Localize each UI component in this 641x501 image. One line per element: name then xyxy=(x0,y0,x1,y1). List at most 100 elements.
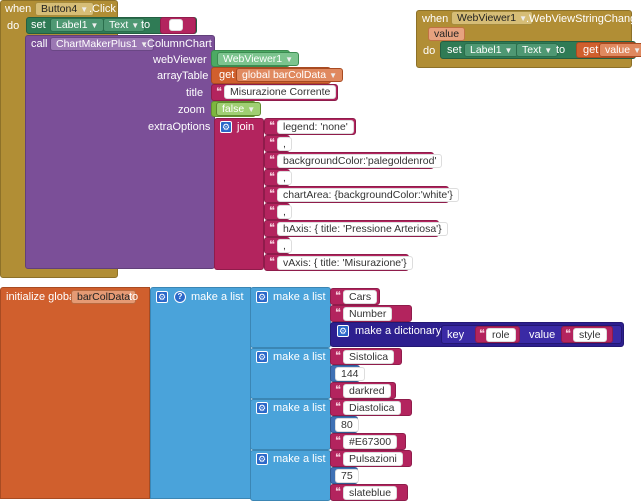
call-keyword: call xyxy=(31,38,48,50)
quote-open: ❝ xyxy=(269,137,275,149)
chevron-down-icon: ▼ xyxy=(247,105,256,114)
role-text-field[interactable]: role xyxy=(486,328,516,342)
title-text-field[interactable]: Misurazione Corrente xyxy=(224,85,337,99)
quote-open: ❝ xyxy=(565,328,571,340)
value-dropdown[interactable]: value▼ xyxy=(599,43,641,57)
join-item-text-field[interactable]: , xyxy=(277,171,292,185)
initialize-global-block[interactable] xyxy=(0,287,150,499)
join-item-text-field[interactable]: vAxis: { title: 'Misurazione'} xyxy=(277,256,413,270)
value-label: value xyxy=(529,329,556,341)
empty-text-field[interactable] xyxy=(169,19,183,31)
key-label: key xyxy=(447,329,465,341)
extraoptions-param-label: extraOptions xyxy=(148,121,211,133)
row-name-field[interactable]: Sistolica xyxy=(343,350,395,364)
quote-open: ❝ xyxy=(335,435,341,447)
button4-component-dropdown[interactable]: Button4▼ xyxy=(35,2,95,16)
label1-label: Label1 xyxy=(56,19,88,31)
chevron-down-icon: ▼ xyxy=(131,21,140,30)
quote-open: ❝ xyxy=(479,328,485,340)
title-param-label: title xyxy=(186,87,204,99)
row-color-field[interactable]: slateblue xyxy=(343,486,398,500)
quote-open: ❝ xyxy=(269,256,275,268)
webviewer-component-label: WebViewer1 xyxy=(457,12,517,24)
quote-open: ❝ xyxy=(269,120,275,132)
gear-icon[interactable]: ⚙ xyxy=(256,402,268,414)
to-keyword: to xyxy=(556,44,566,56)
help-icon[interactable]: ? xyxy=(174,291,186,303)
quote-open: ❝ xyxy=(335,401,341,413)
initialize-global-label: initialize global xyxy=(6,291,78,303)
chevron-down-icon: ▼ xyxy=(140,40,149,49)
gear-icon[interactable]: ⚙ xyxy=(256,291,268,303)
gear-icon[interactable]: ⚙ xyxy=(256,351,268,363)
chevron-down-icon: ▼ xyxy=(504,46,513,55)
gear-icon[interactable]: ⚙ xyxy=(156,291,168,303)
quote-open: ❝ xyxy=(269,239,275,251)
quote-open: ❝ xyxy=(269,154,275,166)
row-color-field[interactable]: #E67300 xyxy=(343,435,398,449)
text-property-dropdown[interactable]: Text▼ xyxy=(516,43,559,57)
webviewer-component-dropdown[interactable]: WebViewer1▼ xyxy=(451,11,534,25)
boolean-dropdown[interactable]: false▼ xyxy=(216,102,262,116)
quote-open: ❝ xyxy=(335,350,341,362)
chevron-down-icon: ▼ xyxy=(285,55,294,64)
label1-dropdown[interactable]: Label1▼ xyxy=(464,43,519,57)
number-text-field[interactable]: Number xyxy=(343,307,393,321)
quote-open: ❝ xyxy=(335,384,341,396)
global-var-dropdown[interactable]: global barColData▼ xyxy=(236,68,343,82)
make-list-label: make a list xyxy=(273,351,326,363)
value-param-chip[interactable]: value xyxy=(428,27,466,41)
join-item-text-field[interactable]: backgroundColor:'palegoldenrod' xyxy=(277,154,443,168)
join-item-text-field[interactable]: hAxis: { title: 'Pressione Arteriosa'} xyxy=(277,222,448,236)
webviewer-param-label: webViewer xyxy=(153,54,207,66)
make-dictionary-label: make a dictionary xyxy=(355,325,442,337)
label1-dropdown[interactable]: Label1▼ xyxy=(50,18,105,32)
gear-icon[interactable]: ⚙ xyxy=(220,121,232,133)
cars-text-field[interactable]: Cars xyxy=(343,290,378,304)
chevron-down-icon: ▼ xyxy=(329,71,337,80)
webview-string-change-label: .WebViewStringChange xyxy=(526,13,641,25)
global-name-field[interactable]: barColData xyxy=(71,290,137,304)
webviewer-dropdown[interactable]: WebViewer1▼ xyxy=(217,52,300,66)
zoom-param-label: zoom xyxy=(178,104,205,116)
join-item-text-field[interactable]: , xyxy=(277,239,292,253)
text-property-label: Text xyxy=(109,19,129,31)
when-keyword: when xyxy=(422,13,449,25)
get-keyword: get xyxy=(219,69,235,81)
row-name-field[interactable]: Pulsazioni xyxy=(343,452,403,466)
do-keyword: do xyxy=(423,45,436,57)
set-keyword: set xyxy=(447,44,462,56)
join-keyword: join xyxy=(237,121,255,133)
join-item-text-field[interactable]: , xyxy=(277,137,292,151)
quote-open: ❝ xyxy=(335,486,341,498)
join-item-text-field[interactable]: legend: 'none' xyxy=(277,120,354,134)
click-event-label: .Click xyxy=(89,3,116,15)
column-chart-method: .ColumnChart xyxy=(144,38,212,50)
quote-open: ❝ xyxy=(335,452,341,464)
gear-icon[interactable]: ⚙ xyxy=(337,325,349,337)
chartmaker-component-dropdown[interactable]: ChartMakerPlus1▼ xyxy=(50,37,155,51)
make-list-label: make a list xyxy=(191,291,244,303)
join-item-text-field[interactable]: , xyxy=(277,205,292,219)
webviewer-value: WebViewer1 xyxy=(223,53,283,65)
global-var-value: global barColData xyxy=(242,69,327,81)
quote-open: ❝ xyxy=(216,86,222,98)
row-number-field[interactable]: 75 xyxy=(335,469,359,483)
row-name-field[interactable]: Diastolica xyxy=(343,401,401,415)
outer-make-list-block[interactable] xyxy=(150,287,251,499)
chevron-down-icon: ▼ xyxy=(519,14,528,23)
row-color-field[interactable]: darkred xyxy=(343,384,391,398)
text-property-dropdown[interactable]: Text▼ xyxy=(103,18,146,32)
label1-label: Label1 xyxy=(470,44,502,56)
quote-open: ❝ xyxy=(335,307,341,319)
to-keyword: to xyxy=(129,291,139,303)
style-text-field[interactable]: style xyxy=(573,328,607,342)
row-number-field[interactable]: 80 xyxy=(335,418,359,432)
chevron-down-icon: ▼ xyxy=(90,21,99,30)
join-block[interactable] xyxy=(214,118,264,270)
join-item-text-field[interactable]: chartArea: {backgroundColor:'white'} xyxy=(277,188,459,202)
row-number-field[interactable]: 144 xyxy=(335,367,365,381)
gear-icon[interactable]: ⚙ xyxy=(256,453,268,465)
chevron-down-icon: ▼ xyxy=(80,5,89,14)
when-keyword: when xyxy=(5,3,32,15)
